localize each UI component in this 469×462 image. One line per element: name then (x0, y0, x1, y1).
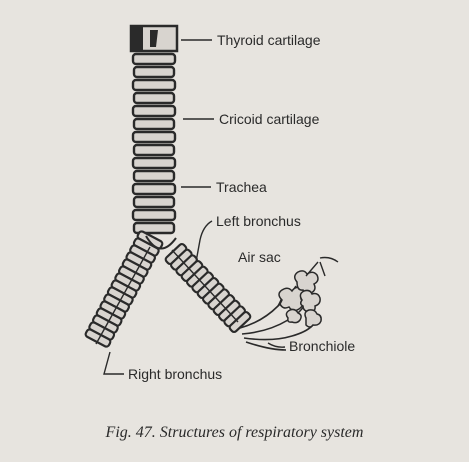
trachea-ring (133, 54, 175, 64)
trachea-label: Trachea (216, 180, 267, 194)
trachea-ring (133, 184, 175, 194)
trachea-ring (134, 145, 174, 155)
trachea-ring (133, 80, 175, 90)
trachea-ring (133, 210, 175, 220)
trachea-ring (133, 106, 175, 116)
thyroid-cartilage-label: Thyroid cartilage (217, 33, 321, 47)
left-bronchus-inner-line (172, 250, 238, 322)
right-bronchus-rings (85, 230, 164, 347)
cricoid-cartilage-label: Cricoid cartilage (219, 112, 319, 126)
air-sac-label: Air sac (238, 250, 281, 264)
left-bronchus-label: Left bronchus (216, 214, 301, 228)
bronchiole-label: Bronchiole (289, 339, 355, 353)
figure-caption: Fig. 47. Structures of respiratory syste… (0, 424, 469, 442)
right-bronchus-label: Right bronchus (128, 367, 222, 381)
trachea-rings (133, 54, 175, 233)
trachea-ring (134, 171, 174, 181)
trachea-ring (134, 197, 174, 207)
trachea-ring (133, 158, 175, 168)
air-sacs (279, 271, 321, 327)
trachea-ring (134, 93, 174, 103)
trachea-ring (133, 132, 175, 142)
trachea-ring (134, 119, 174, 129)
thyroid-cartilage-shape (131, 26, 177, 51)
trachea-ring (134, 67, 174, 77)
